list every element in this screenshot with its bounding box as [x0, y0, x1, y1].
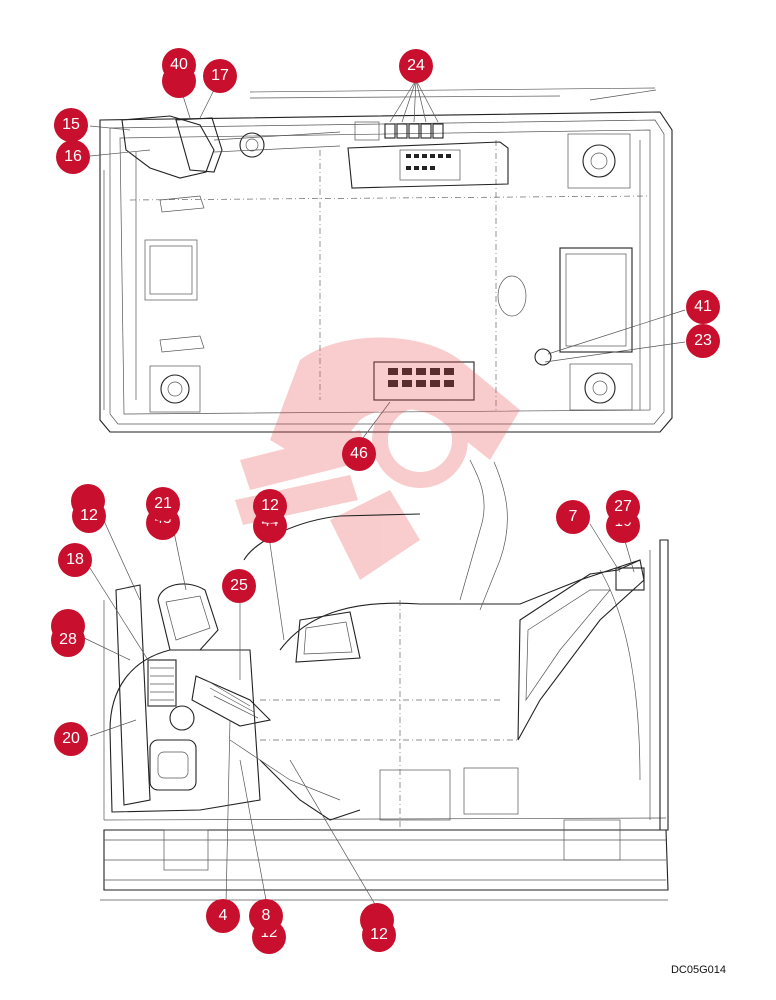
callout-28[interactable]: 28: [51, 623, 85, 657]
callout-24[interactable]: 24: [399, 49, 433, 83]
watermark-logo: [235, 337, 520, 580]
callout-23[interactable]: 23: [686, 324, 720, 358]
callout-8[interactable]: 8: [249, 899, 283, 933]
callout-21[interactable]: 21: [146, 487, 180, 521]
callout-41[interactable]: 41: [686, 290, 720, 324]
callout-12[interactable]: 12: [362, 918, 396, 952]
callout-18[interactable]: 18: [58, 543, 92, 577]
callout-40[interactable]: 40: [162, 48, 196, 82]
callout-46[interactable]: 46: [342, 437, 376, 471]
callout-25[interactable]: 25: [222, 569, 256, 603]
callout-12[interactable]: 12: [253, 489, 287, 523]
callout-12[interactable]: 12: [72, 499, 106, 533]
callout-7[interactable]: 7: [556, 500, 590, 534]
callout-27[interactable]: 27: [606, 490, 640, 524]
callout-15[interactable]: 15: [54, 108, 88, 142]
callout-4[interactable]: 4: [206, 899, 240, 933]
callout-17[interactable]: 17: [203, 59, 237, 93]
side-view: [79, 459, 669, 907]
callout-20[interactable]: 20: [54, 722, 88, 756]
callout-16[interactable]: 16: [56, 140, 90, 174]
diagram-code: DC05G014: [670, 964, 726, 976]
top-view: [89, 77, 686, 443]
